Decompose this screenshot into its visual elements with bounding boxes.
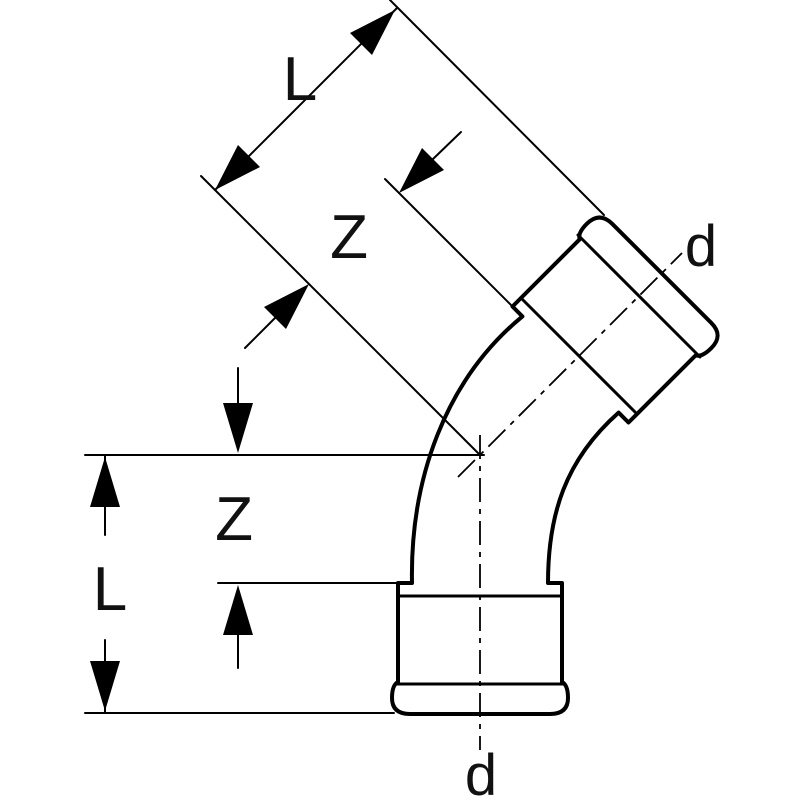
arrowhead-Z-diagonal-down-left bbox=[399, 148, 444, 193]
arrowhead-L-vertical-down bbox=[90, 661, 120, 711]
dim-tail-Z-diagonal-lower bbox=[244, 317, 276, 349]
centerline-diagonal-axis bbox=[457, 252, 683, 478]
top-socket-stop-line bbox=[520, 297, 638, 415]
witness-line-center-diagonal bbox=[200, 175, 481, 456]
fitting-body bbox=[390, 215, 720, 716]
label-diameter-bottom: d bbox=[465, 743, 497, 800]
top-socket-bead-line bbox=[576, 233, 702, 359]
arrowhead-L-diagonal-down-left bbox=[215, 145, 260, 190]
extension-lines bbox=[84, 0, 605, 714]
witness-line-top-stop bbox=[384, 178, 514, 308]
arrowhead-Z-diagonal-up-right bbox=[264, 284, 309, 329]
label-Z-vertical: Z bbox=[215, 485, 253, 554]
label-Z-diagonal: Z bbox=[330, 203, 368, 272]
arrowhead-Z-vertical-up bbox=[223, 585, 253, 635]
label-L-diagonal: L bbox=[283, 45, 317, 114]
label-diameter-top: d bbox=[685, 214, 717, 279]
fitting-outline bbox=[390, 215, 720, 716]
arrowhead-L-vertical-up bbox=[90, 457, 120, 507]
dim-tail-Z-diagonal-upper bbox=[432, 131, 462, 160]
labels: L Z Z L d d bbox=[93, 45, 717, 800]
label-L-vertical: L bbox=[93, 555, 127, 624]
witness-line-top-face bbox=[389, 0, 605, 216]
arrowheads bbox=[90, 10, 444, 711]
arrowhead-L-diagonal-up-right bbox=[350, 10, 395, 55]
arrowhead-Z-vertical-down bbox=[223, 403, 253, 453]
centerlines bbox=[457, 252, 683, 750]
